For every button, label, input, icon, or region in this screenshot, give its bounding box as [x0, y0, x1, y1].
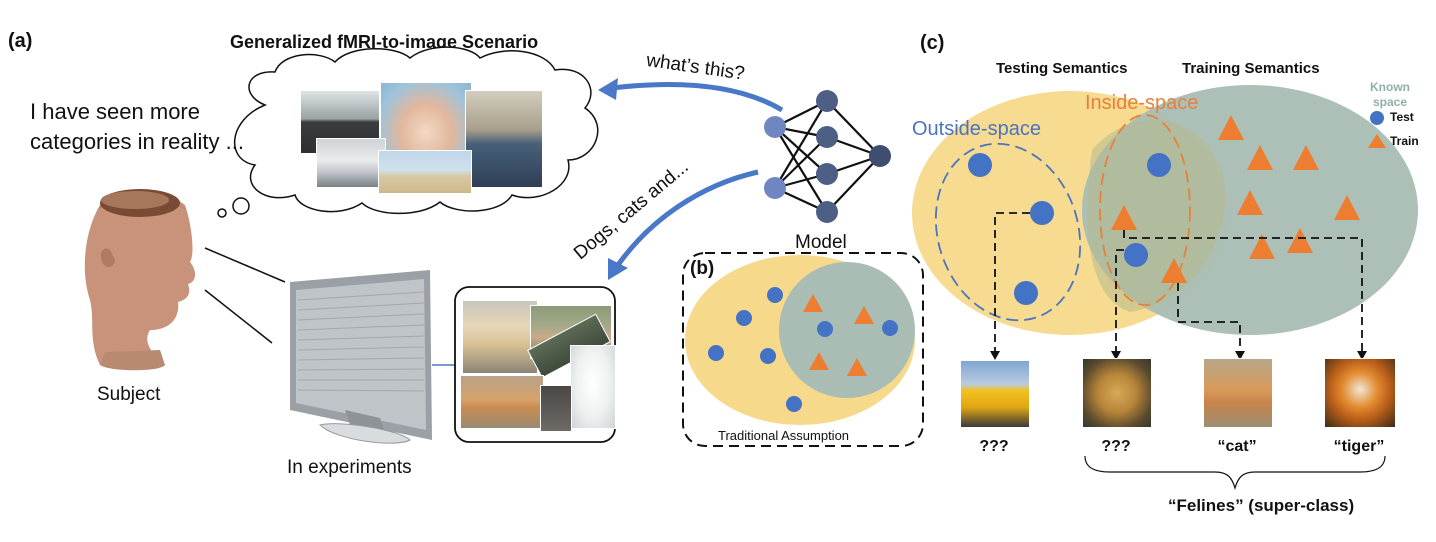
thumb-school-bus: [960, 360, 1030, 428]
known-space-line-2: space: [1372, 95, 1408, 109]
legend-train-label: Train: [1390, 134, 1419, 148]
known-space-line-1: Known: [1370, 80, 1410, 94]
training-semantics-label: Training Semantics: [1182, 60, 1320, 77]
photo-car: [316, 138, 386, 188]
photo-dog-1: [462, 300, 538, 374]
thought-line-1: I have seen more: [30, 99, 200, 124]
thought-bubble-small: [217, 208, 227, 218]
legend-test-label: Test: [1390, 110, 1414, 124]
panel-b-test-points: [708, 287, 898, 412]
answer-arrow: [615, 169, 759, 267]
query-arrow: [611, 81, 784, 113]
panel-c-test-points: [968, 153, 1171, 305]
legend-train-marker: [1368, 134, 1386, 148]
panel-b-caption: Traditional Assumption: [718, 428, 850, 443]
connectors: [994, 212, 1363, 352]
panel-b-train-points: [803, 294, 874, 376]
legend-test-marker: [1370, 111, 1384, 125]
photo-cat-1: [460, 375, 544, 429]
testing-semantics-label: Testing Semantics: [996, 60, 1128, 77]
panel-a-label: (a): [8, 30, 33, 52]
caption-bus: ???: [979, 438, 1009, 455]
panel-a-title: Generalized fMRI-to-image Scenario: [230, 32, 539, 52]
photo-cat-3: [540, 385, 572, 432]
connector-arrowheads: [990, 351, 1367, 360]
caption-tiger: “tiger”: [1333, 438, 1385, 455]
sight-line-top: [204, 247, 286, 283]
subject-head-icon: [84, 189, 196, 371]
experiments-label: In experiments: [287, 457, 412, 478]
overlap-region: [1087, 120, 1225, 312]
thumb-cat: [1203, 358, 1273, 428]
known-space-label: Known space: [1370, 80, 1410, 110]
subject-label: Subject: [97, 384, 161, 405]
thumb-tiger: [1324, 358, 1396, 428]
sight-line-bottom: [204, 289, 273, 344]
thumb-leopard: [1082, 358, 1152, 428]
photo-cat-2: [570, 345, 616, 429]
monitor-icon: [290, 270, 432, 444]
photo-camels: [378, 150, 472, 194]
panel-b-frame: [682, 252, 924, 447]
inside-space-group: [1099, 114, 1191, 306]
superclass-brace: [1084, 455, 1386, 491]
thought-line-2: categories in reality ...: [30, 129, 244, 154]
model-label: Model: [795, 232, 847, 253]
inside-space-label: Inside-space: [1085, 92, 1199, 114]
thought-text: I have seen more categories in reality .…: [30, 97, 244, 157]
answer-arrow-head: [608, 258, 628, 280]
caption-leopard: ???: [1101, 438, 1131, 455]
panel-c-label: (c): [920, 32, 945, 54]
outside-space-label: Outside-space: [912, 118, 1041, 140]
superclass-label: “Felines” (super-class): [1168, 496, 1355, 515]
outside-space-group: [934, 142, 1082, 322]
panel-b-label: (b): [690, 258, 715, 279]
query-arrow-head: [598, 78, 618, 100]
caption-cat: “cat”: [1217, 438, 1257, 455]
model-network-nodes: [764, 90, 891, 223]
photo-guitarist: [465, 90, 543, 188]
panel-c-train-points: [1111, 115, 1360, 283]
thought-bubble-medium: [232, 197, 250, 215]
